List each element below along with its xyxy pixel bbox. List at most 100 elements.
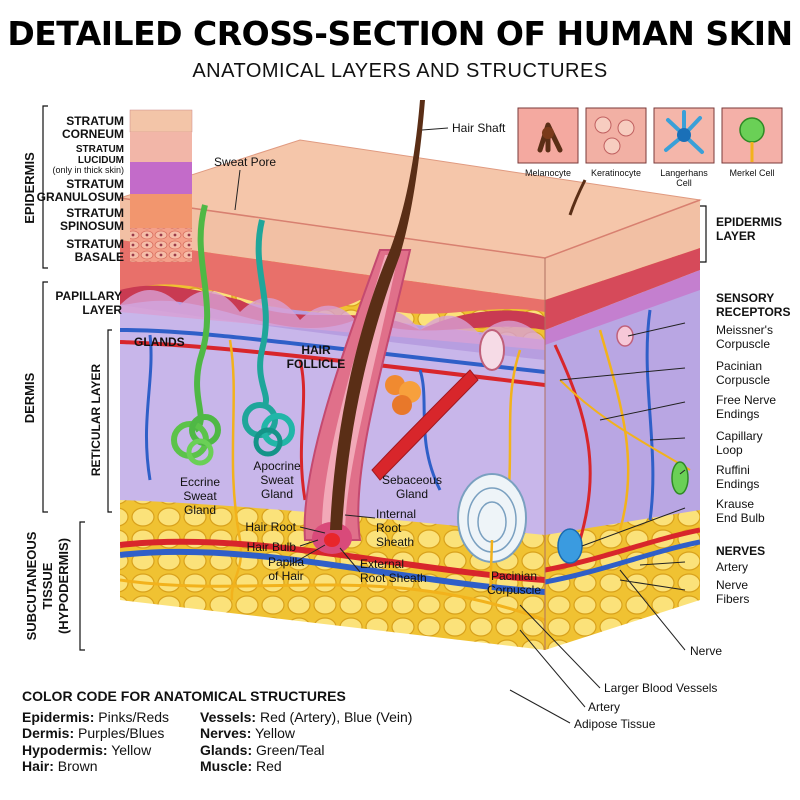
- legend-row: Hair: Brown: [22, 758, 98, 774]
- adipose-label: Adipose Tissue: [574, 717, 656, 731]
- skin-block-side: [545, 200, 700, 650]
- legend-row: Dermis: Purples/Blues: [22, 725, 165, 741]
- papilla-label-2: of Hair: [268, 569, 303, 583]
- sensory-receptors-label: SENSORY: [716, 291, 774, 305]
- stratum-granulosum-label: STRATUM: [66, 177, 124, 191]
- apocrine-label: Apocrine: [253, 459, 301, 473]
- hair-shaft: [330, 100, 425, 530]
- sebaceous-label-2: Gland: [396, 487, 428, 501]
- capillary-label-2: Loop: [716, 443, 743, 457]
- external-root-label-2: Root Sheath: [360, 571, 427, 585]
- glands-label: GLANDS: [134, 335, 185, 349]
- stratum-basale-label: STRATUM: [66, 237, 124, 251]
- melanocyte-label: Melanocyte: [525, 168, 571, 178]
- nerves-label: NERVES: [716, 544, 765, 558]
- right-labels: EPIDERMIS LAYER SENSORY RECEPTORS Meissn…: [574, 215, 790, 731]
- langerhans-label-2: Cell: [676, 178, 692, 188]
- sebaceous-gland: [385, 375, 421, 415]
- second-hair: [568, 179, 587, 216]
- hair-follicle-label: HAIR: [301, 343, 331, 357]
- external-root-label: External: [360, 557, 404, 571]
- hair-follicle-label-2: FOLLICLE: [287, 357, 346, 371]
- krause-end-bulb: [557, 528, 583, 564]
- stratum-spinosum-label: STRATUM: [66, 206, 124, 220]
- stratum-granulosum-label-2: GRANULOSUM: [37, 190, 124, 204]
- hair-bulb-label: Hair Bulb: [247, 540, 297, 554]
- eccrine-label-3: Gland: [184, 503, 216, 517]
- larger-vessels-label: Larger Blood Vessels: [604, 681, 717, 695]
- epidermis-layer-label: EPIDERMIS: [716, 215, 782, 229]
- papillary-layer-label: PAPILLARY: [55, 289, 122, 303]
- meissner-corpuscle-side: [616, 325, 634, 347]
- subcutaneous-label-3: (HYPODERMIS): [56, 538, 71, 634]
- sensory-receptors-label-2: RECEPTORS: [716, 305, 790, 319]
- meissner-corpuscle-dermal: [479, 329, 505, 371]
- capillary-label: Capillary: [716, 429, 763, 443]
- legend-row: Nerves: Yellow: [200, 725, 295, 741]
- stratum-basale-label-2: BASALE: [75, 250, 124, 264]
- papilla-label: Papilla: [268, 555, 304, 569]
- reticular-layer-label: RETICULAR LAYER: [89, 364, 103, 477]
- eccrine-sweat-gland: [171, 204, 221, 466]
- internal-root-label: Internal: [376, 507, 416, 521]
- apocrine-label-3: Gland: [261, 487, 293, 501]
- stratum-spinosum-label-2: SPINOSUM: [60, 219, 124, 233]
- epidermis-layer-label-2: LAYER: [716, 229, 756, 243]
- eccrine-label: Eccrine: [180, 475, 220, 489]
- ruffini-label: Ruffini: [716, 463, 750, 477]
- pacinian-corpuscle: [457, 473, 527, 601]
- artery-lower-label: Artery: [588, 700, 620, 714]
- sweat-pore-label: Sweat Pore: [214, 155, 276, 169]
- arrector-pili-muscle: [371, 369, 479, 481]
- ruffini-ending: [671, 461, 689, 495]
- epidermis-side-label: EPIDERMIS: [22, 152, 37, 224]
- legend-row: Epidermis: Pinks/Reds: [22, 708, 170, 725]
- subcutaneous-label-1: SUBCUTANEOUS: [24, 531, 39, 640]
- cell-labels: Melanocyte Keratinocyte Langerhans Cell …: [525, 168, 775, 188]
- pacinian-right-label-2: Corpuscle: [716, 373, 770, 387]
- legend-column-left: Epidermis: Pinks/Reds Dermis: Purples/Bl…: [22, 709, 200, 775]
- pacinian-right-label: Pacinian: [716, 359, 762, 373]
- strata-labels: STRATUM CORNEUM STRATUM LUCIDUM (only in…: [37, 114, 124, 264]
- artery-label: Artery: [716, 560, 748, 574]
- apocrine-sweat-gland: [242, 219, 295, 457]
- nerve-fibers-label-2: Fibers: [716, 592, 749, 606]
- free-nerve-label-2: Endings: [716, 407, 759, 421]
- stratum-corneum-label: STRATUM: [66, 114, 124, 128]
- nerve-fibers-label: Nerve: [716, 578, 748, 592]
- nerve-label: Nerve: [690, 644, 722, 658]
- stratum-corneum-label-2: CORNEUM: [62, 127, 124, 141]
- legend-column-right: Vessels: Red (Artery), Blue (Vein) Nerve…: [200, 709, 440, 775]
- krause-label: Krause: [716, 497, 754, 511]
- merkel-label: Merkel Cell: [729, 168, 774, 178]
- legend-row: Hypodermis: Yellow: [22, 741, 152, 758]
- apocrine-label-2: Sweat: [260, 473, 294, 487]
- leader-lines: [234, 127, 686, 724]
- legend-row: Vessels: Red (Artery), Blue (Vein): [200, 708, 413, 725]
- eccrine-label-2: Sweat: [183, 489, 217, 503]
- meissner-label: Meissner's: [716, 323, 773, 337]
- sebaceous-label: Sebaceous: [382, 473, 442, 487]
- free-nerve-label: Free Nerve: [716, 393, 776, 407]
- pacinian-label: Pacinian: [491, 569, 537, 583]
- cell-insets: [517, 107, 783, 164]
- stratum-lucidum-label-2: LUCIDUM: [78, 155, 124, 166]
- legend-row: Glands: Green/Teal: [200, 741, 325, 758]
- ruffini-label-2: Endings: [716, 477, 759, 491]
- structure-labels: Hair Shaft Sweat Pore GLANDS HAIR FOLLIC…: [134, 121, 541, 597]
- side-brackets: [42, 105, 707, 651]
- page-subtitle: ANATOMICAL LAYERS AND STRUCTURES: [192, 60, 608, 82]
- stratum-lucidum-note: (only in thick skin): [52, 165, 124, 175]
- legend-title: COLOR CODE FOR ANATOMICAL STRUCTURES: [22, 688, 346, 704]
- internal-root-label-3: Sheath: [376, 535, 414, 549]
- epidermis-surface-layer: [120, 198, 545, 300]
- hair-shaft-label: Hair Shaft: [452, 121, 506, 135]
- legend-row: Muscle: Red: [200, 758, 282, 774]
- stratum-lucidum-label: STRATUM: [76, 144, 124, 155]
- langerhans-label: Langerhans: [660, 168, 708, 178]
- dermis-side-label: DERMIS: [22, 372, 37, 423]
- keratinocyte-inset: [585, 107, 647, 164]
- color-code-legend: COLOR CODE FOR ANATOMICAL STRUCTURES Epi…: [22, 688, 442, 775]
- meissner-label-2: Corpuscle: [716, 337, 770, 351]
